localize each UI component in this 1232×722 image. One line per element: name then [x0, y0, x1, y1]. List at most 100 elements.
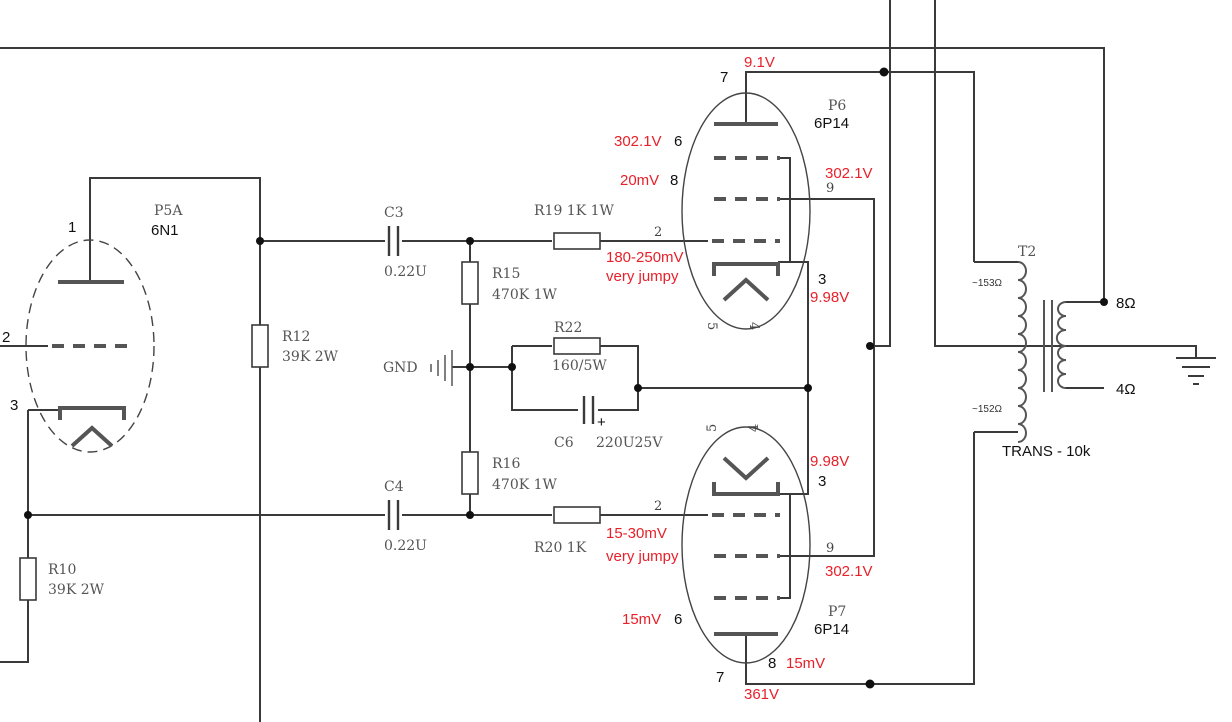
output-transformer [1017, 261, 1067, 443]
wire-transformer-ct [934, 0, 1104, 347]
p7-pin9: 9 [826, 541, 834, 556]
capacitor-c3 [385, 226, 402, 256]
gnd-label: GND [383, 360, 418, 376]
meas-p7-pin9: 302.1V [825, 563, 873, 580]
tube-p6 [681, 92, 811, 330]
p5a-type: 6N1 [151, 222, 179, 239]
r16-value: 470K 1W [492, 477, 558, 493]
p6-pin8: 8 [670, 172, 678, 189]
resistor-r15 [461, 261, 479, 305]
t2-primary-top: ~153Ω [972, 278, 1003, 289]
resistor-r12 [251, 324, 269, 368]
r22-value: 160/5W [552, 358, 607, 374]
wire-rc-right [598, 345, 639, 411]
meas-p6-pin8: 20mV [620, 172, 659, 189]
junction-dot [24, 511, 32, 519]
p5a-pin2: 2 [2, 329, 10, 346]
p7-pin3: 3 [818, 473, 826, 490]
r15-value: 470K 1W [492, 287, 558, 303]
junction-dot [879, 67, 889, 77]
r19-label: R19 1K 1W [534, 203, 615, 219]
p7-pin7: 7 [716, 669, 724, 686]
meas-p7-pin8: 15mV [786, 655, 825, 672]
r22-ref: R22 [554, 320, 582, 336]
p7-pin4: 4 [747, 424, 762, 432]
ground-symbol-right [1176, 357, 1216, 385]
wire-cathodes [778, 261, 809, 495]
p7-pin8: 8 [768, 655, 776, 672]
c3-ref: C3 [384, 205, 404, 221]
p6-pin7: 7 [720, 69, 728, 86]
resistor-r16 [461, 451, 479, 495]
meas-p7-cathode: 9.98V [810, 453, 849, 470]
t2-ref: T2 [1018, 244, 1036, 260]
junction-dot [256, 237, 264, 245]
p6-pin2: 2 [654, 225, 662, 240]
resistor-r10 [19, 557, 37, 601]
wire-p5a-cathode [0, 410, 29, 663]
r12-ref: R12 [282, 329, 310, 345]
wire-feedback-top [0, 47, 1105, 302]
meas-p6-grid-2: very jumpy [606, 268, 679, 285]
p6-pin5: 5 [704, 322, 719, 330]
meas-p6-pin6: 302.1V [614, 133, 662, 150]
p6-pin4: 4 [746, 322, 761, 330]
c3-value: 0.22U [384, 264, 427, 280]
c6-value: 220U25V [596, 435, 663, 451]
wire-screens [778, 198, 875, 557]
p5a-pin3: 3 [10, 397, 18, 414]
c6-polarity: + [597, 414, 606, 431]
t2-name: TRANS - 10k [1002, 443, 1091, 460]
junction-dot [1100, 298, 1108, 306]
t2-tap-4: 4Ω [1116, 381, 1136, 398]
p6-pin9: 9 [826, 181, 834, 196]
meas-p6-cathode: 9.98V [810, 289, 849, 306]
meas-p7-pin7: 361V [744, 686, 779, 703]
junction-dot [866, 342, 874, 350]
c6-ref: C6 [554, 435, 574, 451]
wire-b-plus-top [868, 0, 891, 347]
wire-p6-pin8 [778, 157, 791, 262]
resistor-r22 [553, 337, 601, 355]
wire-rc-left [511, 346, 578, 411]
meas-p6-pin9: 302.1V [825, 165, 873, 182]
p5a-ref: P5A [154, 203, 183, 219]
wire-p5a-plate [89, 177, 261, 722]
t2-tap-8: 8Ω [1116, 295, 1136, 312]
tube-p5a [25, 239, 155, 453]
meas-p7-grid-1: 15-30mV [606, 525, 667, 542]
capacitor-c4 [385, 500, 402, 530]
wire-sec-com [1066, 345, 1197, 358]
p6-type: 6P14 [814, 115, 849, 132]
junction-dot [634, 384, 642, 392]
p7-ref: P7 [828, 604, 846, 620]
junction-dot [466, 237, 474, 245]
p6-ref: P6 [828, 98, 846, 114]
junction-dot [466, 363, 474, 371]
r20-label: R20 1K [534, 540, 587, 556]
junction-dot [804, 384, 812, 392]
capacitor-c6 [580, 396, 597, 424]
p7-pin6: 6 [674, 611, 682, 628]
junction-dot [466, 511, 474, 519]
meas-p7-grid-2: very jumpy [606, 548, 679, 565]
resistor-r20 [553, 506, 601, 524]
r10-value: 39K 2W [48, 582, 105, 598]
c4-ref: C4 [384, 479, 404, 495]
meas-p7-pin6: 15mV [622, 611, 661, 628]
p7-pin2: 2 [654, 499, 662, 514]
junction-dot [865, 679, 875, 689]
wire-p7-plate [745, 432, 975, 685]
wire-p7-pin8 [778, 494, 791, 599]
ground-symbol-left [430, 350, 453, 386]
meas-p6-grid-1: 180-250mV [606, 249, 684, 266]
p6-pin3: 3 [818, 271, 826, 288]
wire-p6-plate [745, 71, 975, 262]
r12-value: 39K 2W [282, 349, 339, 365]
c4-value: 0.22U [384, 538, 427, 554]
r10-ref: R10 [48, 562, 76, 578]
p6-pin6: 6 [674, 133, 682, 150]
junctions [24, 67, 1108, 689]
p7-pin5: 5 [705, 424, 720, 432]
